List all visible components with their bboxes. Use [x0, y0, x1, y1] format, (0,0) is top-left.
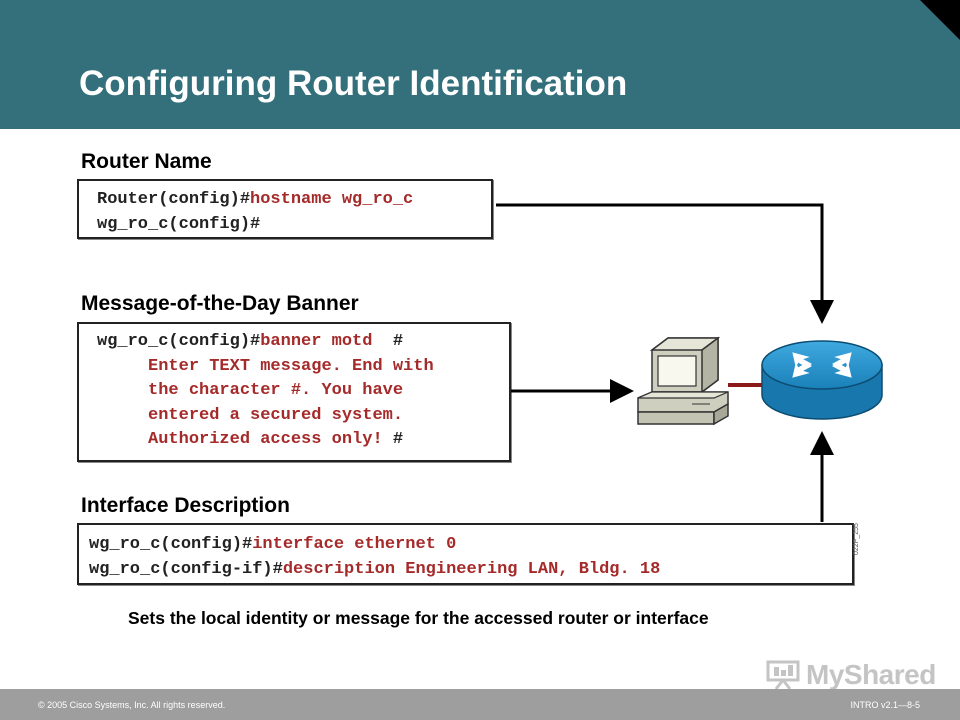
- footer-page-ref: INTRO v2.1—8-5: [850, 700, 920, 710]
- code-command: the character #. You have: [148, 381, 404, 400]
- section-title-router-name: Router Name: [81, 150, 212, 173]
- code-command: Enter TEXT message. End with: [148, 356, 434, 376]
- presentation-icon: [766, 660, 800, 690]
- section-title-interface: Interface Description: [81, 494, 290, 517]
- code-command: banner motd: [260, 332, 393, 351]
- slide-header: Configuring Router Identification: [0, 0, 960, 129]
- watermark-logo: MyShared: [766, 657, 936, 693]
- code-prompt: wg_ro_c(config)#: [97, 214, 261, 234]
- code-line: Authorized access only! #: [97, 428, 509, 453]
- caption: Sets the local identity or message for t…: [128, 608, 709, 628]
- pc-icon: [637, 336, 729, 426]
- code-prompt: wg_ro_c(config-if)#: [89, 559, 283, 579]
- footer-copyright: © 2005 Cisco Systems, Inc. All rights re…: [38, 700, 226, 710]
- code-suffix: #: [392, 430, 404, 449]
- code-command: Authorized access only!: [148, 430, 393, 449]
- motd-code-box: wg_ro_c(config)#banner motd # Enter TEXT…: [77, 322, 511, 462]
- code-line: wg_ro_c(config-if)#description Engineeri…: [89, 558, 852, 583]
- code-line: Enter TEXT message. End with: [97, 355, 509, 380]
- slide-title: Configuring Router Identification: [79, 64, 628, 103]
- code-line: Router(config)#hostname wg_ro_c: [97, 188, 491, 213]
- code-command: hostname wg_ro_c: [250, 190, 414, 209]
- arrow-router-name-to-router: [496, 203, 834, 324]
- code-line: wg_ro_c(config)#banner motd #: [97, 330, 509, 355]
- code-prompt: wg_ro_c(config)#: [89, 535, 253, 554]
- code-prompt: Router(config)#: [97, 190, 251, 209]
- slide-footer: © 2005 Cisco Systems, Inc. All rights re…: [0, 689, 960, 720]
- code-command: entered a secured system.: [148, 405, 404, 425]
- code-line: wg_ro_c(config)#: [97, 213, 491, 238]
- code-line: wg_ro_c(config)#interface ethernet 0: [89, 533, 852, 558]
- code-command: description Engineering LAN, Bldg. 18: [282, 559, 661, 579]
- router-icon: [761, 340, 883, 420]
- code-line: the character #. You have: [97, 379, 509, 404]
- code-prompt: wg_ro_c(config)#: [97, 332, 261, 351]
- section-title-motd: Message-of-the-Day Banner: [81, 292, 359, 315]
- watermark-text: MyShared: [806, 659, 936, 690]
- code-line: entered a secured system.: [97, 404, 509, 429]
- code-suffix: #: [392, 332, 404, 351]
- code-command: interface ethernet 0: [252, 535, 457, 554]
- header-corner-decoration: [920, 0, 960, 40]
